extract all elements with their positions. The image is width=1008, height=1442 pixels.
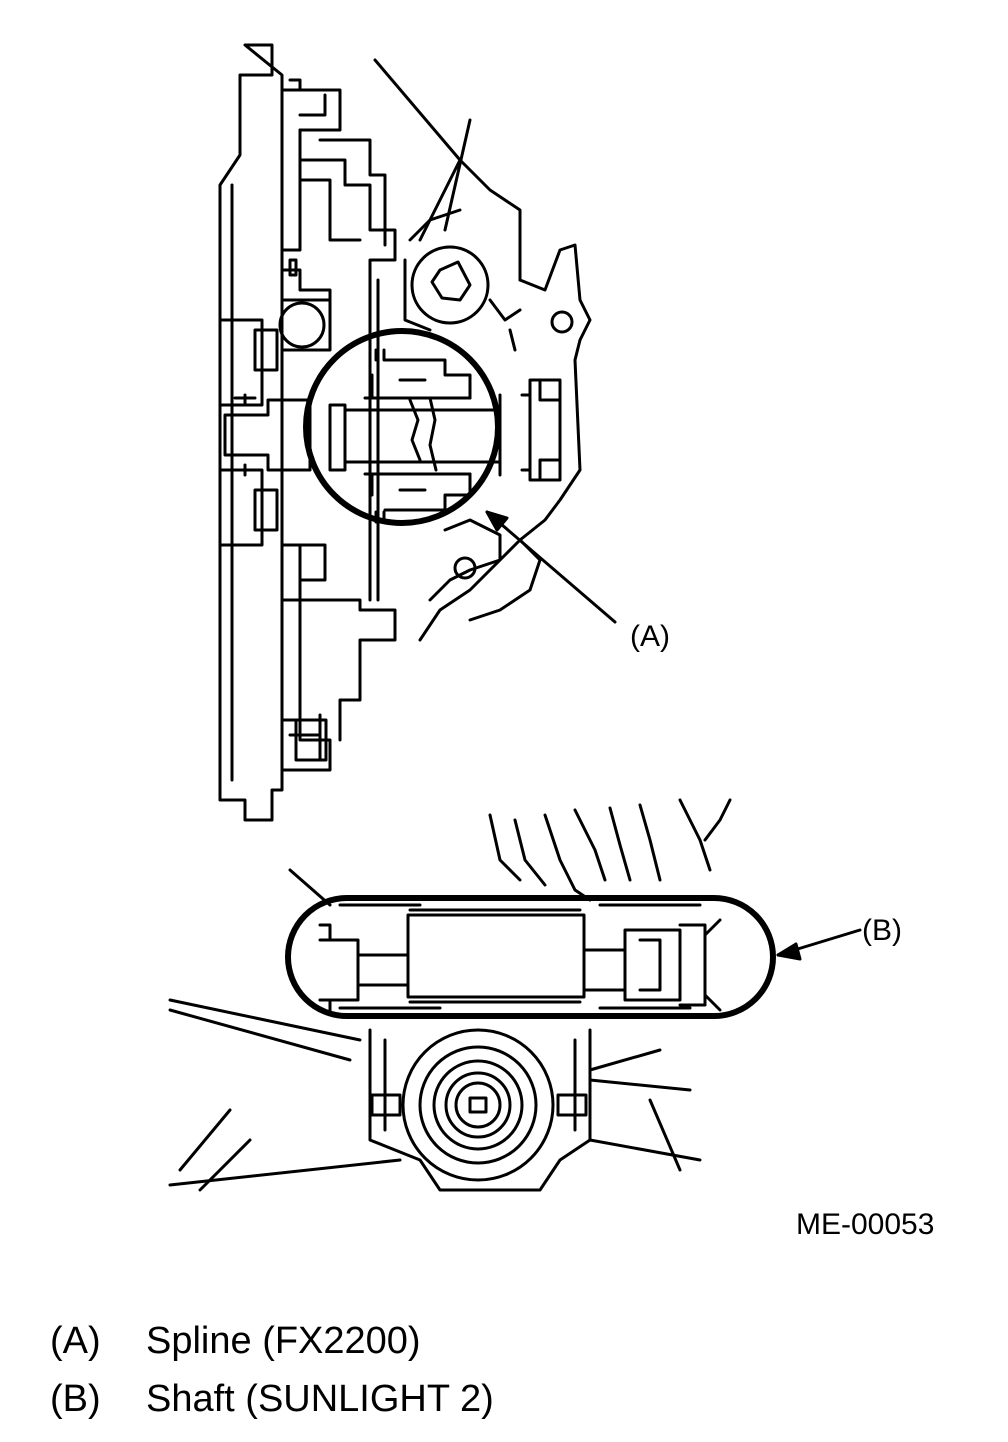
legend-text: Spline (FX2200) <box>146 1319 421 1362</box>
callout-a-arrowhead <box>485 510 509 532</box>
legend-item-b: (B) Shaft (SUNLIGHT 2) <box>50 1370 950 1428</box>
legend: (A) Spline (FX2200) (B) Shaft (SUNLIGHT … <box>50 1312 950 1428</box>
spline-detail <box>303 328 502 526</box>
callout-a-label: (A) <box>630 620 670 653</box>
callout-b-label: (B) <box>862 914 902 947</box>
gearbox-top-view-drawing <box>168 798 732 1192</box>
figure-code: ME-00053 <box>796 1208 934 1241</box>
shaft-detail <box>285 895 776 1019</box>
callout-b-arrowhead <box>776 942 802 961</box>
legend-key: (A) <box>50 1319 101 1362</box>
callout-a-leader <box>485 510 617 624</box>
legend-key: (B) <box>50 1377 101 1420</box>
legend-item-a: (A) Spline (FX2200) <box>50 1312 950 1370</box>
legend-text: Shaft (SUNLIGHT 2) <box>146 1377 494 1420</box>
clutch-assembly-drawing <box>218 43 592 822</box>
